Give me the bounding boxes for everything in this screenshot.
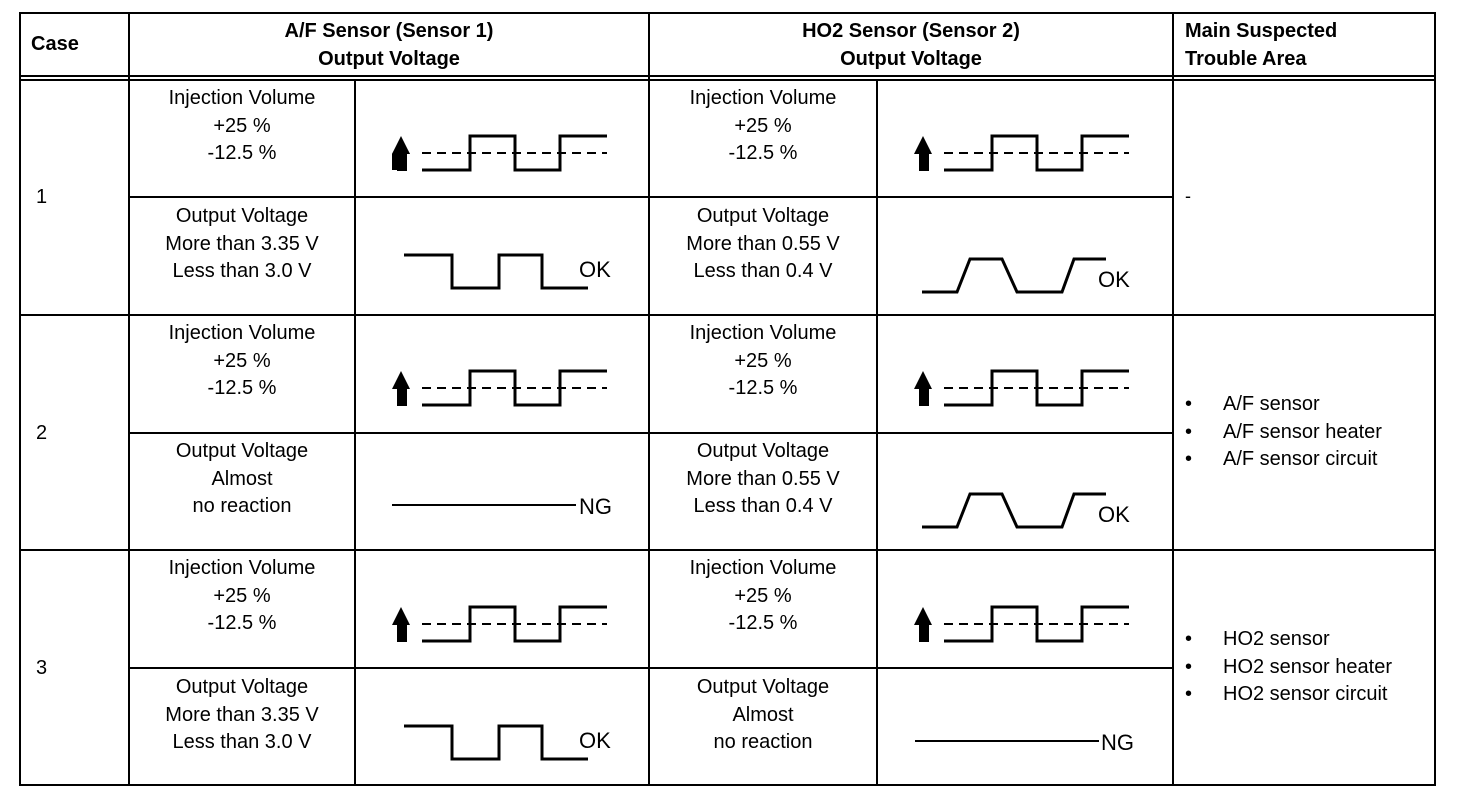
case-number: 3: [36, 657, 48, 679]
trouble-area-list: HO2 sensor HO2 sensor heater HO2 sensor …: [1185, 626, 1392, 709]
header-ho2-sensor: HO2 Sensor (Sensor 2) Output Voltage: [802, 20, 1020, 70]
trouble-area-empty: -: [1185, 186, 1191, 206]
trapezoid-wave-icon: [922, 492, 1106, 529]
flat-line-icon: [392, 504, 576, 506]
ho2-injection-conditions: Injection Volume+25 %-12.5 %: [689, 322, 837, 399]
injection-waveform-icon: [392, 369, 607, 407]
trouble-area-list: A/F sensor A/F sensor heater A/F sensor …: [1185, 391, 1382, 474]
injection-waveform-icon: [392, 134, 607, 172]
list-item: A/F sensor circuit: [1185, 446, 1382, 474]
ho2-injection-conditions: Injection Volume+25 %-12.5 %: [689, 87, 837, 164]
flat-line-icon: [915, 740, 1099, 742]
af-injection-conditions: Injection Volume+25 %-12.5 %: [168, 557, 316, 634]
injection-waveform-icon: [914, 605, 1129, 643]
list-item: HO2 sensor: [1185, 626, 1392, 654]
injection-waveform-icon: [914, 134, 1129, 172]
list-item: A/F sensor: [1185, 391, 1382, 419]
af-result-label: OK: [579, 728, 611, 753]
list-item: HO2 sensor heater: [1185, 654, 1392, 682]
injection-waveform-icon: [914, 369, 1129, 407]
list-item: A/F sensor heater: [1185, 419, 1382, 447]
case-number: 2: [36, 422, 48, 444]
af-injection-conditions: Injection Volume+25 %-12.5 %: [168, 322, 316, 399]
trapezoid-wave-icon: [922, 257, 1106, 294]
ho2-result-label: OK: [1098, 267, 1130, 292]
header-case: Case: [31, 33, 79, 55]
square-wave-icon: [404, 253, 588, 290]
af-result-label: NG: [579, 494, 612, 519]
square-wave-icon: [404, 724, 588, 761]
ho2-injection-conditions: Injection Volume+25 %-12.5 %: [689, 557, 837, 634]
ho2-result-label: OK: [1098, 502, 1130, 527]
af-injection-conditions: Injection Volume+25 %-12.5 %: [168, 87, 316, 164]
af-result-label: OK: [579, 257, 611, 282]
injection-waveform-icon: [392, 605, 607, 643]
ho2-result-label: NG: [1101, 730, 1134, 755]
case-number: 1: [36, 186, 48, 208]
list-item: HO2 sensor circuit: [1185, 681, 1392, 709]
header-trouble-area: Main Suspected Trouble Area: [1185, 20, 1338, 70]
header-af-sensor: A/F Sensor (Sensor 1) Output Voltage: [284, 20, 494, 70]
